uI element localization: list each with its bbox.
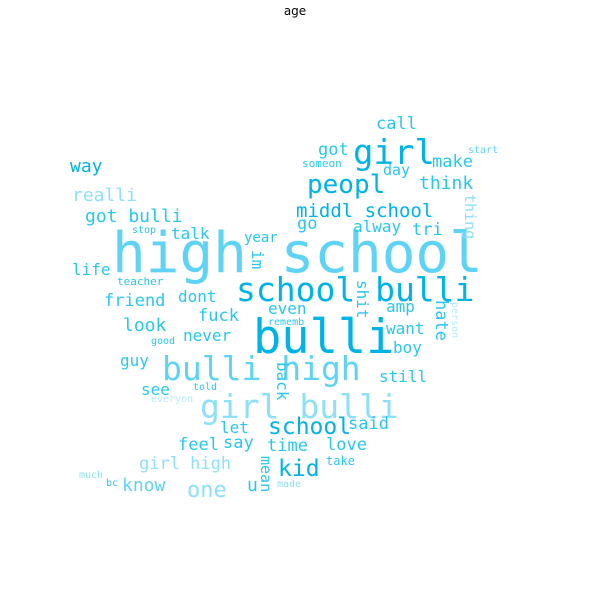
word: person <box>449 302 460 339</box>
word: mean <box>257 456 275 493</box>
word: one <box>187 478 227 503</box>
word: school bulli <box>236 270 475 309</box>
word: hate <box>431 300 451 341</box>
word: everyon <box>151 394 194 405</box>
word: boy <box>393 338 422 357</box>
word: tri <box>412 220 443 240</box>
word: fuck <box>198 306 239 326</box>
word: make <box>432 152 473 172</box>
word: year <box>244 230 278 246</box>
word: still <box>379 367 428 386</box>
word: middl school <box>296 200 434 222</box>
word: bulli high <box>162 349 361 388</box>
word: got <box>318 140 349 160</box>
word: told <box>193 382 218 393</box>
word: high school <box>112 221 483 286</box>
word: bulli <box>253 310 395 365</box>
word: day <box>383 161 411 179</box>
word: feel <box>178 435 219 455</box>
word: u <box>247 475 258 496</box>
word: girl high <box>139 454 232 474</box>
word: know <box>122 475 166 496</box>
word: alway <box>353 217 402 236</box>
word: teacher <box>117 275 164 288</box>
word: made <box>277 479 302 490</box>
word: peopl <box>307 170 386 200</box>
word: shit <box>353 280 372 319</box>
word: im <box>248 250 267 270</box>
word: even <box>268 299 307 318</box>
word: start <box>468 145 499 156</box>
word: life <box>72 260 111 279</box>
word: thing <box>461 194 479 240</box>
word: rememb <box>268 317 305 328</box>
word: think <box>419 173 474 194</box>
word: someon <box>302 157 342 170</box>
word: girl bulli <box>200 387 399 426</box>
word: girl <box>353 133 435 173</box>
word: got bulli <box>85 206 183 227</box>
word: talk <box>171 224 210 243</box>
word: see <box>141 380 170 399</box>
word: love <box>326 435 367 455</box>
word: go <box>297 214 318 234</box>
word: friend <box>104 291 166 311</box>
word: bc <box>106 478 119 489</box>
word: back <box>273 362 292 401</box>
word: way <box>70 156 103 177</box>
word: call <box>376 114 417 134</box>
word: look <box>123 315 167 336</box>
word: guy <box>120 351 149 370</box>
word: school <box>268 414 352 440</box>
word: realli <box>72 185 138 206</box>
word: never <box>183 326 232 345</box>
word: much <box>79 470 104 481</box>
word: want <box>386 319 425 338</box>
word: dont <box>178 287 217 306</box>
word: say <box>223 433 254 453</box>
word: time <box>267 436 308 456</box>
word: said <box>348 414 389 434</box>
word: let <box>220 418 249 437</box>
word: stop <box>132 225 157 236</box>
chart-title: age <box>283 4 307 18</box>
word: amp <box>386 297 415 316</box>
word: good <box>151 336 176 347</box>
word: kid <box>278 456 320 482</box>
word: take <box>326 454 355 468</box>
